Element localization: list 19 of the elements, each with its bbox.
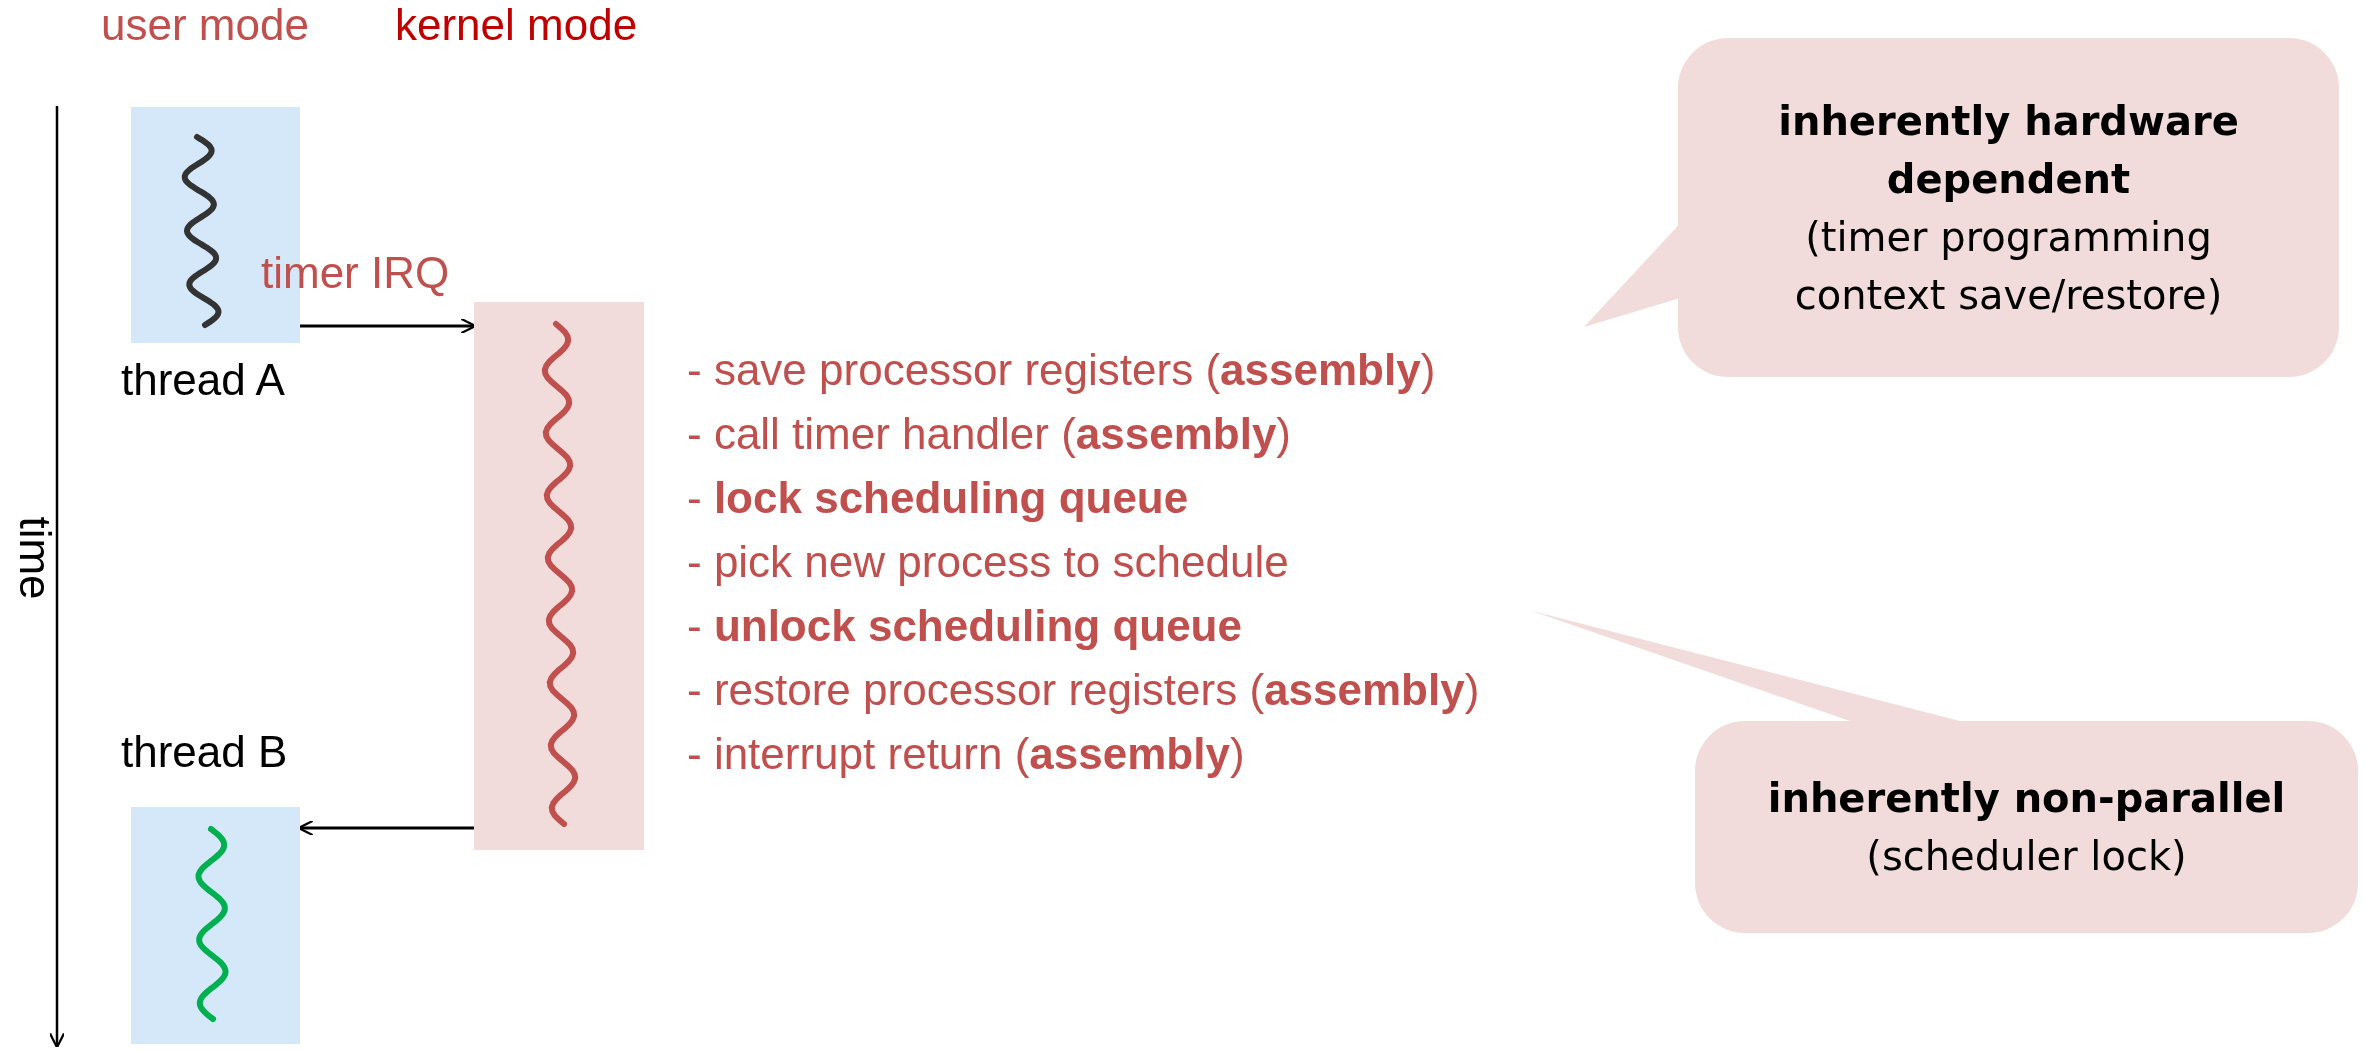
step-text: - unlock scheduling queue [687, 601, 1242, 651]
callout-text: (timer programming context save/restore) [1793, 212, 2224, 320]
mode-heading: user mode [101, 0, 309, 50]
thread-label: thread B [121, 727, 288, 777]
step-text: - lock scheduling queue [687, 473, 1189, 523]
callout-text: (scheduler lock) [1866, 832, 2187, 881]
callout-heading: inherently non-parallel [1767, 774, 2286, 823]
step-text: - save processor registers (assembly) [687, 345, 1436, 395]
user-mode-panel [131, 807, 300, 1044]
step-text: - pick new process to schedule [687, 537, 1289, 587]
step-text: - interrupt return (assembly) [687, 729, 1245, 779]
edge-label: timer IRQ [261, 248, 450, 298]
mode-heading: kernel mode [395, 0, 638, 50]
kernel-mode-panel [474, 302, 644, 850]
step-text: - call timer handler (assembly) [687, 409, 1291, 459]
axis-label: time [10, 516, 60, 600]
callout-heading: inherently hardware dependent [1777, 96, 2240, 204]
step-text: - restore processor registers (assembly) [687, 665, 1480, 715]
thread-label: thread A [121, 355, 285, 405]
